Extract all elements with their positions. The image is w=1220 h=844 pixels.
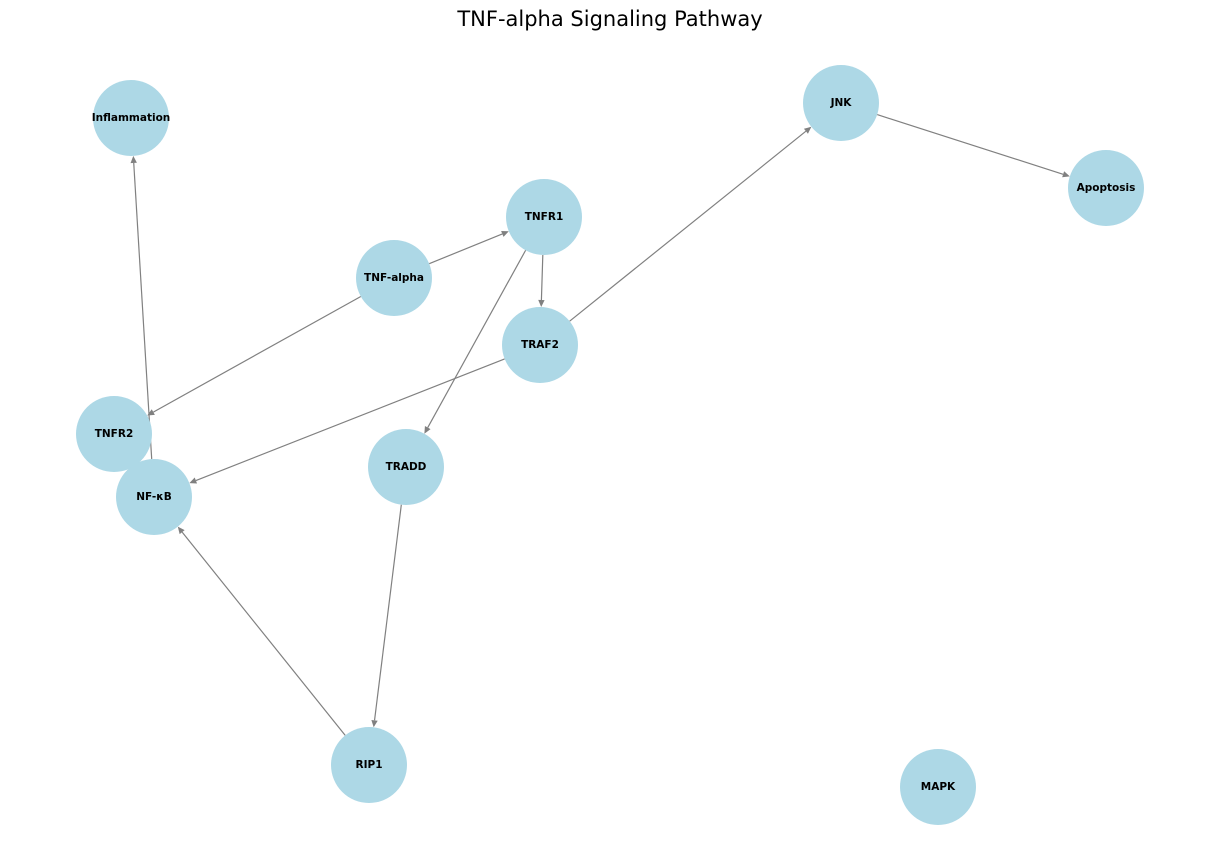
edge-tnf-alpha-to-tnfr2 (147, 295, 362, 416)
edge-rip1-to-nf-kb (177, 526, 346, 736)
edge-line (195, 358, 505, 482)
node-circle (506, 179, 582, 255)
node-mapk: MAPK (900, 749, 976, 825)
edge-jnk-to-apoptosis (876, 114, 1070, 178)
node-label: TNFR1 (525, 211, 564, 223)
node-circle (900, 749, 976, 825)
node-label: Apoptosis (1077, 182, 1136, 194)
edge-line (876, 114, 1064, 175)
edge-nf-kb-to-inflammation (130, 155, 153, 460)
node-jnk: JNK (803, 65, 879, 141)
edge-tnfr1-to-tradd (424, 249, 527, 434)
arrowhead (803, 126, 812, 134)
node-circle (93, 80, 169, 156)
node-circle (116, 459, 192, 535)
diagram-title: TNF-alpha Signaling Pathway (457, 7, 763, 31)
arrowhead (501, 230, 509, 237)
node-nf-kb: NF-κB (116, 459, 192, 535)
edge-line (373, 504, 402, 721)
arrowhead (130, 155, 137, 164)
node-traf2: TRAF2 (502, 307, 578, 383)
node-label: TNF-alpha (364, 272, 424, 284)
arrowhead (424, 426, 431, 434)
node-tnfr2: TNFR2 (76, 396, 152, 472)
arrowhead (538, 299, 545, 308)
edge-tnf-alpha-to-tnfr1 (428, 230, 509, 265)
node-tnf-alpha: TNF-alpha (356, 240, 432, 316)
node-inflammation: Inflammation (92, 80, 171, 156)
node-tradd: TRADD (368, 429, 444, 505)
edge-line (428, 233, 503, 265)
node-label: TRAF2 (521, 339, 559, 351)
arrowhead (189, 477, 198, 484)
node-label: TRADD (386, 461, 427, 473)
edge-line (153, 295, 362, 413)
edge-line (540, 254, 544, 301)
node-circle (331, 727, 407, 803)
node-circle (356, 240, 432, 316)
edge-line (427, 249, 527, 428)
edge-line (181, 531, 346, 736)
node-label: MAPK (921, 781, 956, 793)
node-circle (76, 396, 152, 472)
node-label: JNK (830, 97, 853, 109)
edge-tnfr1-to-traf2 (538, 254, 545, 308)
node-label: NF-κB (136, 491, 171, 503)
arrowhead (177, 526, 185, 535)
node-circle (368, 429, 444, 505)
node-circle (803, 65, 879, 141)
edge-traf2-to-nf-kb (189, 358, 505, 484)
node-tnfr1: TNFR1 (506, 179, 582, 255)
node-circle (1068, 150, 1144, 226)
edge-line (569, 130, 807, 322)
edge-traf2-to-jnk (569, 126, 812, 322)
edges-layer (130, 114, 1070, 736)
node-apoptosis: Apoptosis (1068, 150, 1144, 226)
node-circle (502, 307, 578, 383)
node-rip1: RIP1 (331, 727, 407, 803)
node-label: Inflammation (92, 112, 171, 124)
edge-tradd-to-rip1 (371, 504, 402, 728)
arrowhead (1062, 171, 1070, 178)
node-label: TNFR2 (95, 428, 134, 440)
node-label: RIP1 (356, 759, 383, 771)
arrowhead (371, 719, 378, 728)
edge-line (133, 162, 153, 460)
